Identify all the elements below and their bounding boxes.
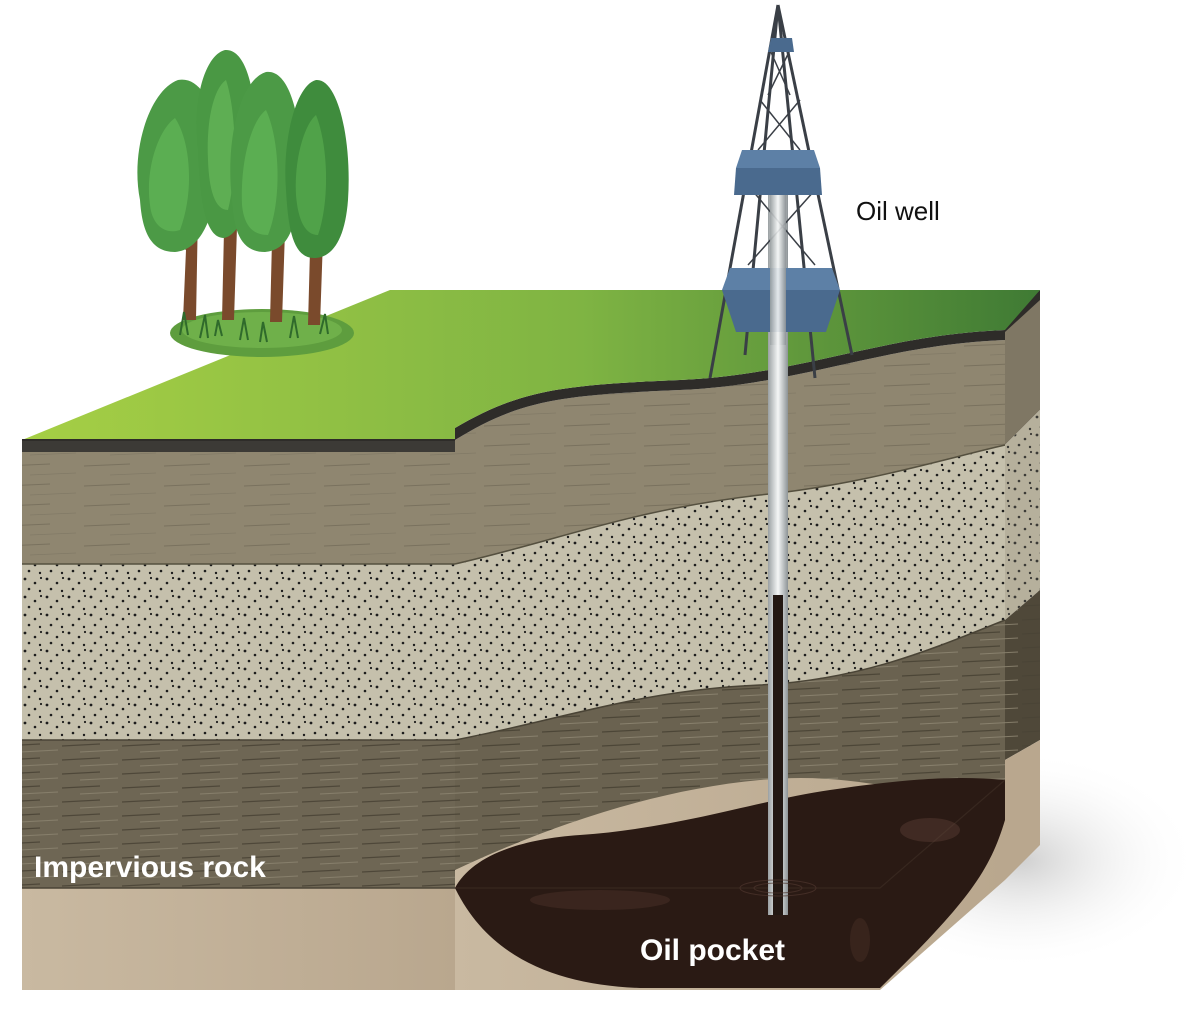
left-face [22,440,455,990]
label-oil-well: Oil well [856,196,940,226]
bedrock-left [22,888,455,990]
label-impervious-rock: Impervious rock [34,851,266,884]
oil-pocket-shape [455,778,1005,988]
derrick-platform-top [768,38,794,52]
oil-derrick [708,4,854,379]
right-face [454,330,1006,990]
derrick-platform-mid [736,150,820,168]
trees [137,49,349,343]
label-oil-pocket: Oil pocket [640,934,785,967]
side-face [1005,290,1040,880]
